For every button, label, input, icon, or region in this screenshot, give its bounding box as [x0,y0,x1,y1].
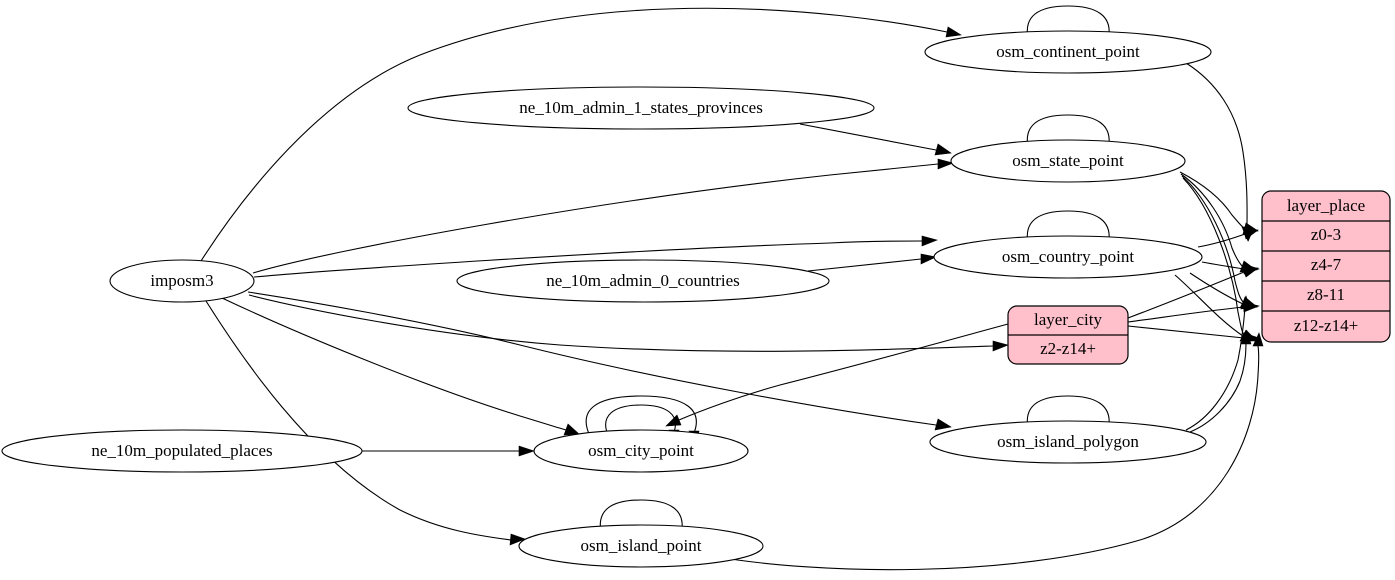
node-shape-osm_island_polygon[interactable] [929,420,1207,464]
arrowhead-imposm3-layer_city [992,340,1009,352]
arrowhead-layer_city-osm_city_point [665,414,682,427]
record-node-layer: layer_city z2-z14+ layer_place z0-3 z4-7… [1007,190,1391,365]
arrowhead-ne_admin0-osm_country_point [920,253,937,265]
node-label-osm_island_point: osm_island_point [581,536,702,555]
selfloop-osm_island_polygon [1026,395,1110,429]
arrowhead-layer_city-z4_7 [1241,266,1259,278]
arrowhead-imposm3-osm_island_point [509,533,526,546]
record-title-layer_city: layer_city [1034,310,1102,329]
edge-osm_country_point-to-layer_place-z8_11 [1189,272,1244,305]
edge-osm_country_point-to-layer_place-z12_z14 [1174,274,1244,337]
edge-layer_city-to-layer_place-z12_z14 [1127,325,1245,339]
edge-imposm3-to-osm_continent_point [200,7,948,262]
record-row-layer_place-z0-3[interactable]: z0-3 [1311,225,1341,244]
node-label-osm_country_point: osm_country_point [1002,247,1134,266]
selfloop-osm_country_point [1026,210,1110,244]
record-title-layer_place: layer_place [1287,196,1365,215]
node-shape-imposm3[interactable] [109,259,255,303]
node-imposm3[interactable]: imposm3 [109,259,255,303]
node-osm_state_point[interactable]: osm_state_point [950,139,1186,183]
node-ne_10m_admin_0_countries[interactable]: ne_10m_admin_0_countries [456,259,830,303]
record-node-layer_city[interactable]: layer_city z2-z14+ [1007,305,1129,365]
record-row-layer_place-z4-7[interactable]: z4-7 [1311,255,1342,274]
node-label-osm_city_point: osm_city_point [588,441,694,460]
edge-imposm3-to-osm_island_polygon [247,291,937,426]
record-row-layer_place-z8-11[interactable]: z8-11 [1307,285,1345,304]
edge-imposm3-to-osm_island_point [205,300,512,541]
node-shape-ne_10m_admin_1_states_provinces[interactable] [407,86,875,130]
node-osm_continent_point[interactable]: osm_continent_point [924,30,1212,74]
node-label-imposm3: imposm3 [150,271,213,290]
arrowhead-imposm3-osm_state_point [937,158,954,170]
arrowhead-osm_island_polygon-z12_z14 [1240,330,1252,345]
node-shape-osm_city_point[interactable] [533,429,749,473]
edge-osm_country_point-to-layer_place-z0_3 [1197,233,1246,248]
arrowhead-osm_country_point-z0_3 [1242,228,1259,240]
node-label-osm_island_polygon: osm_island_polygon [997,432,1139,451]
edge-osm_continent_point-to-layer_place-z0_3 [1185,62,1248,228]
edge-osm_island_point-to-layer_place-z12_z14 [711,345,1260,571]
node-shape-ne_10m_populated_places[interactable] [1,429,363,473]
arrowhead-imposm3-osm_continent_point [945,26,962,38]
selfloop-osm_island_point [599,499,683,533]
node-label-ne_10m_admin_1_states_provinces: ne_10m_admin_1_states_provinces [519,98,763,117]
node-shape-osm_state_point[interactable] [950,139,1186,183]
arrowhead-osm_island_point-z12_z14 [1252,332,1264,347]
record-row-layer_place-z12-z14[interactable]: z12-z14+ [1294,316,1358,335]
edge-osm_island_polygon-to-layer_place-z8_11 [1185,307,1246,431]
edge-osm_island_polygon-to-layer_place-z12_z14 [1189,343,1247,433]
record-box-layer_place[interactable] [1261,190,1391,343]
selfloop-osm_continent_point [1026,5,1110,39]
arrowhead-ne_populated_places-osm_city_point [518,445,535,457]
node-label-ne_10m_populated_places: ne_10m_populated_places [91,441,272,460]
edge-ne_admin0-to-osm_country_point [807,258,922,272]
node-label-ne_10m_admin_0_countries: ne_10m_admin_0_countries [546,271,740,290]
node-label-osm_state_point: osm_state_point [1012,151,1124,170]
edge-ne_admin1-to-osm_state_point [799,123,937,151]
edge-osm_state_point-to-layer_place-z4_7 [1180,173,1244,268]
arrowhead-imposm3-osm_island_polygon [934,418,952,431]
edge-osm_state_point-to-layer_place-z8_11 [1181,175,1245,304]
record-node-layer_place[interactable]: layer_place z0-3 z4-7 z8-11 z12-z14+ [1261,190,1391,343]
edge-layer [200,5,1264,571]
node-ne_10m_admin_1_states_provinces[interactable]: ne_10m_admin_1_states_provinces [407,86,875,130]
node-osm_island_point[interactable]: osm_island_point [518,524,764,568]
edge-imposm3-to-osm_city_point [221,297,567,431]
selfloop-osm_state_point [1026,114,1110,148]
node-shape-osm_continent_point[interactable] [924,30,1212,74]
node-layer: imposm3 ne_10m_admin_1_states_provinces … [1,30,1212,568]
edge-layer_city-to-layer_place-z4_7 [1127,271,1245,319]
arrowhead-imposm3-osm_city_point [563,423,580,436]
node-shape-osm_island_point[interactable] [518,524,764,568]
edge-imposm3-to-osm_state_point [252,163,939,274]
arrowhead-imposm3-osm_country_point [921,235,938,247]
arrowhead-ne_admin1-osm_state_point [934,143,952,156]
node-shape-osm_country_point[interactable] [933,235,1203,279]
node-ne_10m_populated_places[interactable]: ne_10m_populated_places [1,429,363,473]
node-osm_city_point[interactable]: osm_city_point [533,429,749,473]
edge-osm_state_point-to-layer_place-z0_3 [1179,171,1246,230]
node-label-osm_continent_point: osm_continent_point [996,42,1140,61]
edge-layer_city-to-layer_place-z8_11 [1127,306,1245,323]
edge-osm_country_point-to-layer_place-z4_7 [1201,261,1245,270]
node-osm_island_polygon[interactable]: osm_island_polygon [929,420,1207,464]
edge-imposm3-to-layer_city [248,294,994,352]
record-row-layer_city-z2-z14[interactable]: z2-z14+ [1040,339,1096,358]
selfloop-osm_city_point-inner [605,404,676,436]
edge-imposm3-to-osm_country_point [253,240,923,278]
node-osm_country_point[interactable]: osm_country_point [933,235,1203,279]
edge-layer_city-to-osm_city_point [678,323,1009,421]
node-shape-ne_10m_admin_0_countries[interactable] [456,259,830,303]
arrowhead-osm_island_polygon-z8_11 [1239,295,1251,309]
selfloop-osm_city_point-outer [585,395,697,437]
